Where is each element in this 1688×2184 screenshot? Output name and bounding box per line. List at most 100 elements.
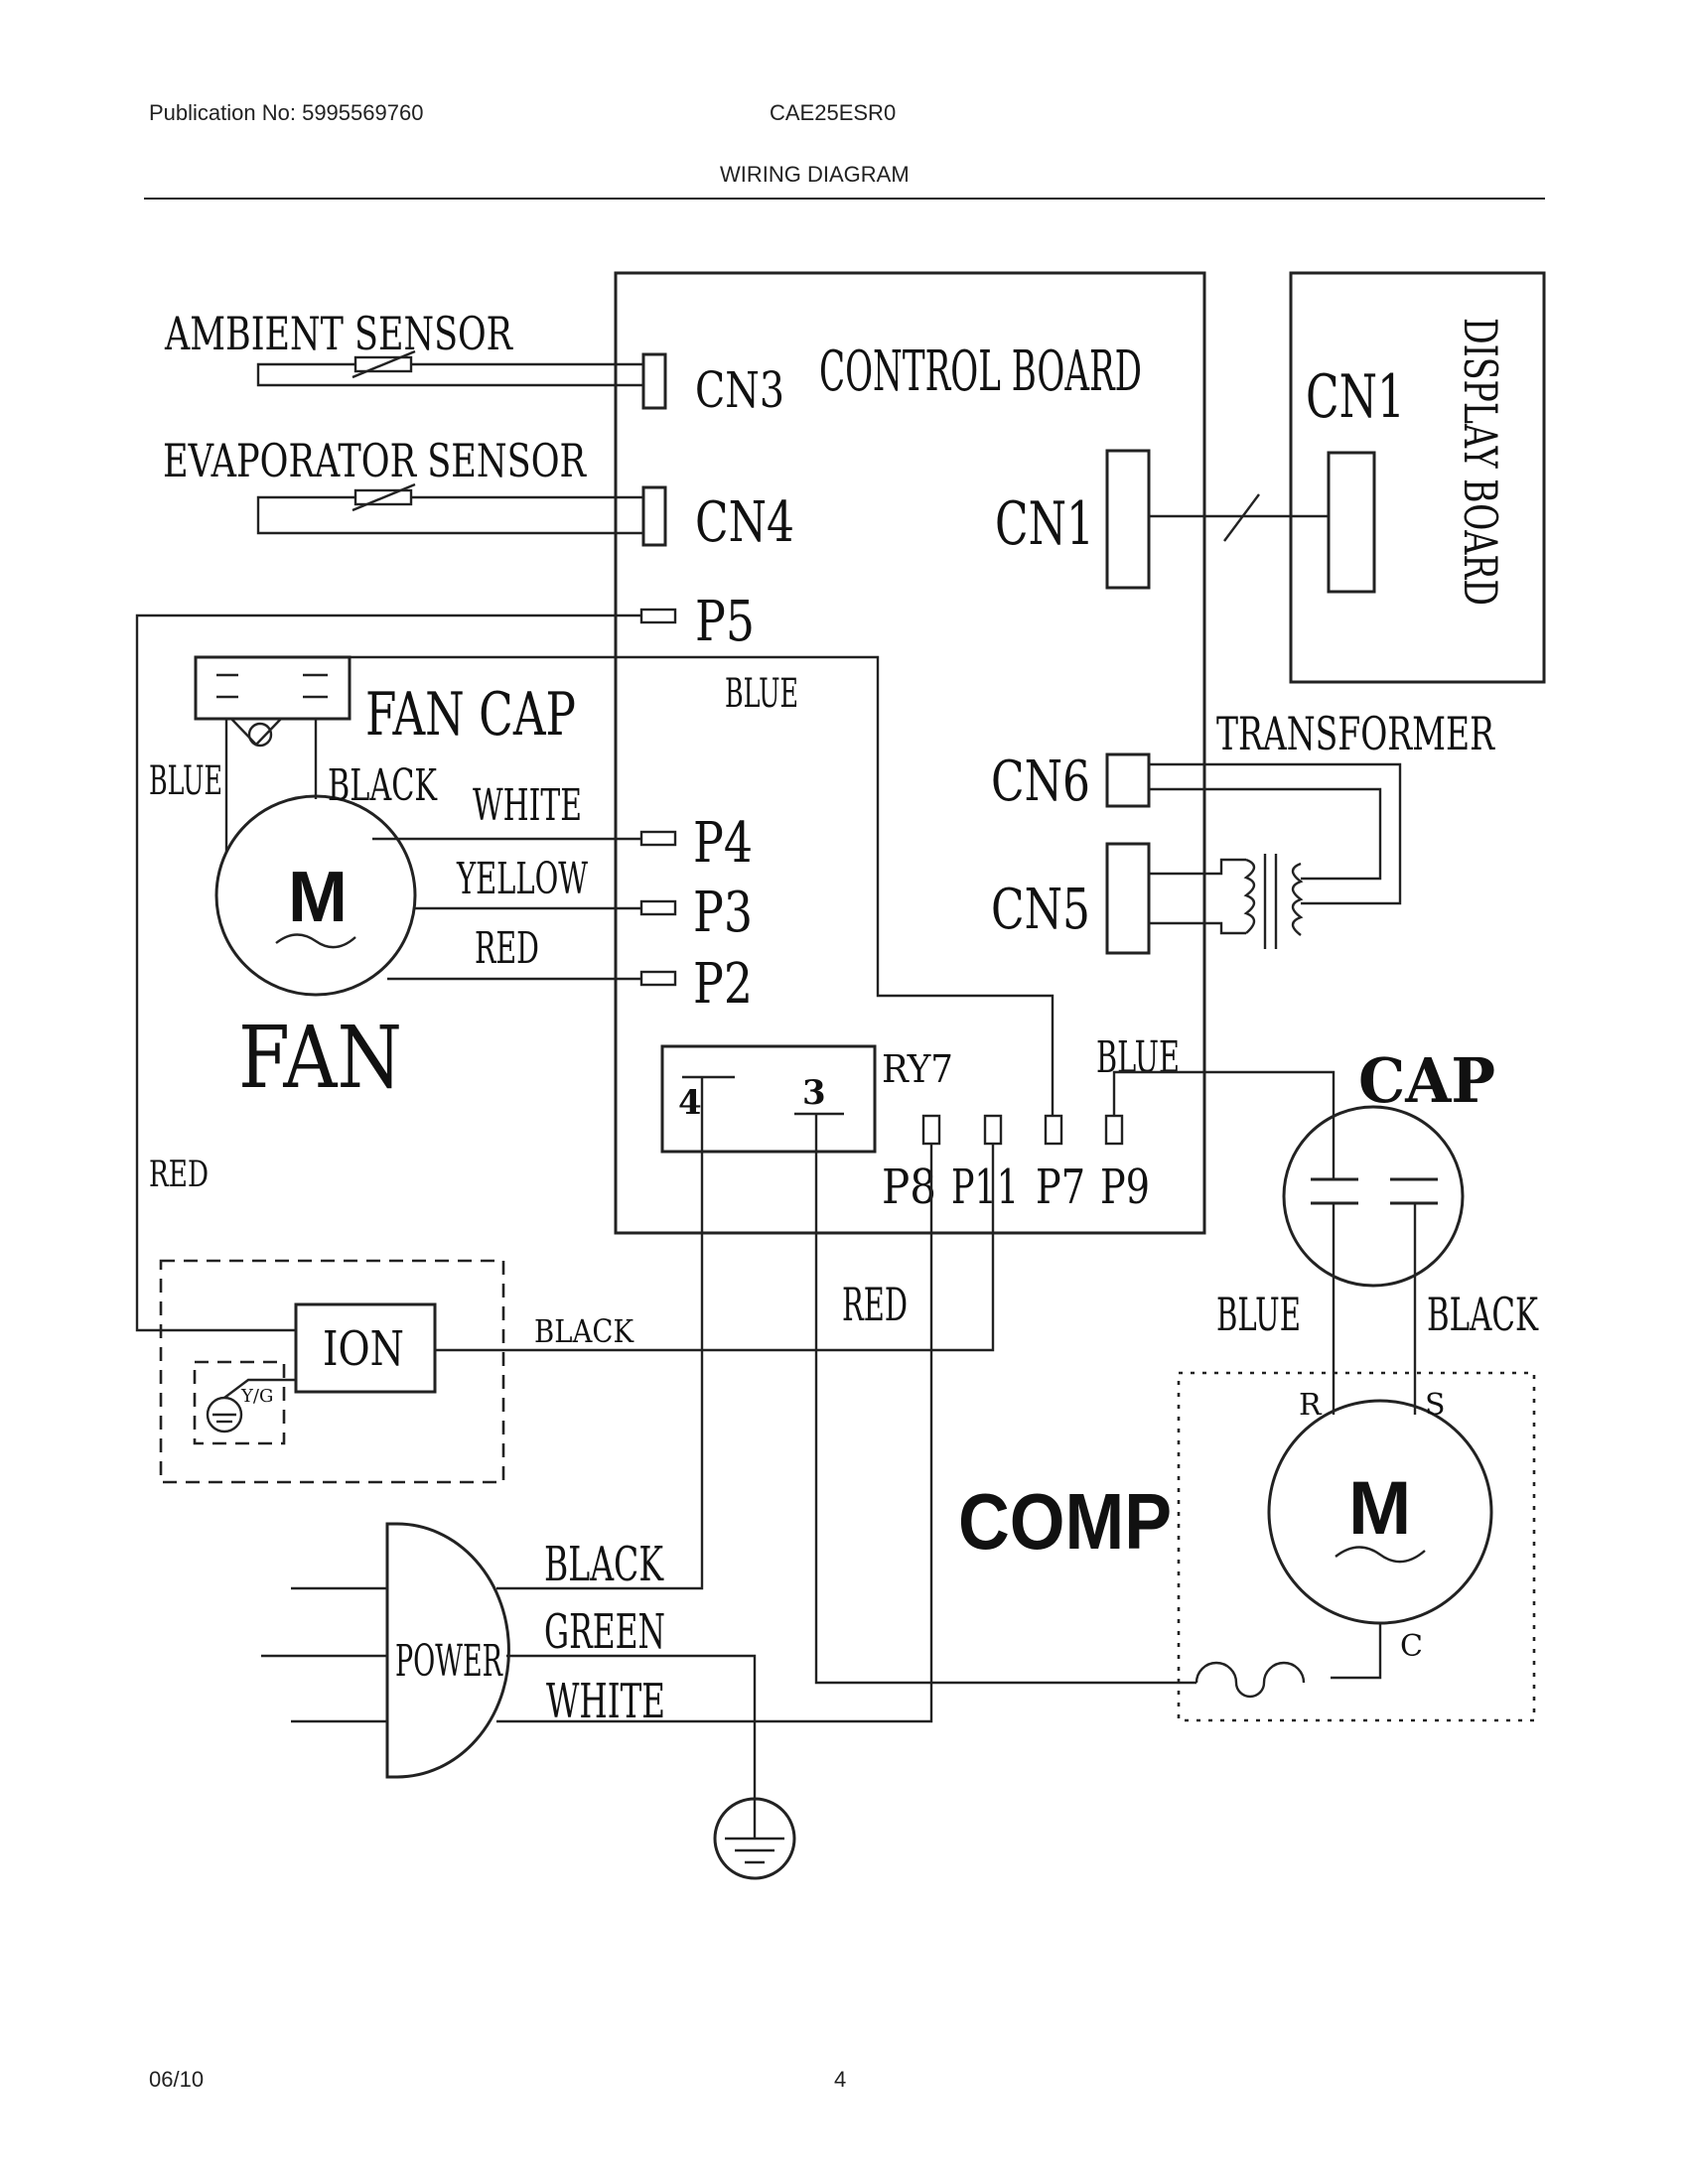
wire-cn6-b	[1149, 787, 1382, 881]
p7-label: P7	[1036, 1160, 1085, 1215]
wire-label-blue-p9: BLUE	[1096, 1032, 1180, 1083]
wire-label-red-left: RED	[149, 1155, 209, 1195]
wire-label-black-cap: BLACK	[1427, 1288, 1539, 1341]
fan-motor-tilde	[275, 933, 356, 949]
wire-comp-c	[1331, 1623, 1382, 1680]
ry7-relay-box	[660, 1044, 877, 1154]
wire-cn6-a	[1149, 762, 1402, 905]
publication-number: Publication No: 5995569760	[149, 100, 424, 125]
cn5-connector	[1105, 842, 1151, 955]
wire-p9-cap	[1112, 1070, 1336, 1179]
p2-terminal	[639, 970, 677, 987]
comp-motor-letter: M	[1348, 1466, 1411, 1551]
p5-label: P5	[695, 590, 755, 654]
fan-cap-label: FAN CAP	[365, 680, 576, 750]
p4-terminal	[639, 830, 677, 847]
cap-label: CAP	[1358, 1044, 1495, 1117]
page-number: 4	[834, 2067, 847, 2092]
ambient-sensor-label: AMBIENT SENSOR	[164, 307, 513, 360]
ry7-label: RY7	[882, 1047, 953, 1091]
p2-label: P2	[693, 952, 753, 1017]
evaporator-sensor-wire	[256, 495, 643, 535]
wire-blue-p7	[350, 655, 1055, 1116]
p3-terminal	[639, 899, 677, 916]
cn3-connector	[641, 352, 667, 410]
comp-motor-tilde	[1335, 1546, 1426, 1564]
p11-label: P11	[951, 1160, 1019, 1215]
display-cn1-connector	[1327, 451, 1376, 594]
comp-label: COMP	[958, 1477, 1172, 1566]
ion-box	[294, 1302, 437, 1394]
control-board-label: CONTROL BOARD	[819, 340, 1142, 404]
comp-overload-coil	[1195, 1661, 1306, 1699]
p7-terminal	[1044, 1114, 1063, 1146]
ground-dashed-box	[193, 1360, 286, 1445]
control-cn1-label: CN1	[995, 489, 1094, 559]
display-board-label: DISPLAY BOARD	[1454, 318, 1507, 606]
wire-label-green-power: GREEN	[544, 1604, 665, 1660]
wire-cn5-b	[1149, 921, 1246, 935]
wire-label-black-power: BLACK	[544, 1537, 664, 1592]
comp-c-label: C	[1400, 1629, 1423, 1664]
p8-label: P8	[882, 1160, 936, 1215]
evaporator-thermistor-slash	[352, 482, 416, 512]
wire-cn5-a	[1149, 858, 1246, 876]
p3-label: P3	[693, 881, 753, 945]
cn6-label: CN6	[991, 750, 1090, 814]
wire-label-black-fan: BLACK	[328, 760, 438, 811]
wire-relay3-comp	[814, 1114, 1196, 1685]
ground-yg-label: Y/G	[240, 1386, 273, 1407]
fan-motor-letter: M	[288, 858, 348, 937]
wire-label-black-ion: BLACK	[534, 1312, 634, 1350]
transformer-label: TRANSFORMER	[1216, 707, 1495, 760]
relay-pin-4: 4	[678, 1083, 702, 1123]
wire-label-blue-fan: BLUE	[149, 758, 222, 804]
section-title: WIRING DIAGRAM	[720, 162, 910, 187]
wire-label-yellow: YELLOW	[456, 854, 588, 904]
wire-label-white: WHITE	[473, 780, 582, 831]
p11-terminal	[983, 1114, 1003, 1146]
transformer-primary-coil	[1243, 858, 1256, 934]
cn4-label: CN4	[695, 490, 794, 555]
comp-r-label: R	[1299, 1388, 1323, 1423]
wire-ion-ground	[223, 1378, 296, 1399]
wire-power-white	[496, 1144, 933, 1723]
control-cn1-connector	[1105, 449, 1151, 590]
relay-pin-3: 3	[802, 1073, 826, 1113]
transformer-secondary-coil	[1291, 862, 1304, 936]
wire-label-red-middle: RED	[842, 1278, 908, 1331]
wire-p5-red-loop	[135, 614, 641, 1332]
wire-label-blue-p5: BLUE	[725, 671, 798, 717]
display-cn1-label: CN1	[1306, 362, 1405, 432]
fan-label: FAN	[238, 1009, 402, 1108]
p4-label: P4	[693, 811, 753, 876]
wire-power-green	[506, 1654, 757, 1787]
fan-cap-bracket	[230, 718, 282, 747]
display-board-box	[1289, 271, 1546, 684]
cn5-label: CN5	[991, 878, 1090, 942]
comp-s-label: S	[1425, 1388, 1446, 1423]
footer-date: 06/10	[149, 2067, 205, 2092]
wire-ion-p11	[435, 1144, 995, 1352]
ion-label: ION	[323, 1321, 404, 1377]
p8-terminal	[921, 1114, 941, 1146]
wire-power-black	[496, 1077, 704, 1590]
p9-label: P9	[1100, 1160, 1150, 1215]
wire-label-white-power: WHITE	[546, 1674, 665, 1729]
model-number: CAE25ESR0	[770, 100, 897, 125]
fan-cap-bolt	[247, 722, 273, 748]
evaporator-sensor-label: EVAPORATOR SENSOR	[163, 434, 587, 487]
wire-label-red-fan: RED	[475, 923, 539, 974]
p9-terminal	[1104, 1114, 1124, 1146]
cn1-link-slash	[1223, 493, 1260, 542]
wire-label-blue-cap: BLUE	[1216, 1288, 1301, 1341]
cn6-connector	[1105, 752, 1151, 808]
cn4-connector	[641, 485, 667, 547]
power-label: POWER	[395, 1636, 503, 1687]
cn3-label: CN3	[695, 361, 784, 419]
ambient-sensor-wire	[256, 362, 643, 387]
cap-circle	[1282, 1105, 1465, 1288]
fan-cap-box	[194, 655, 352, 721]
p5-terminal	[639, 608, 677, 624]
